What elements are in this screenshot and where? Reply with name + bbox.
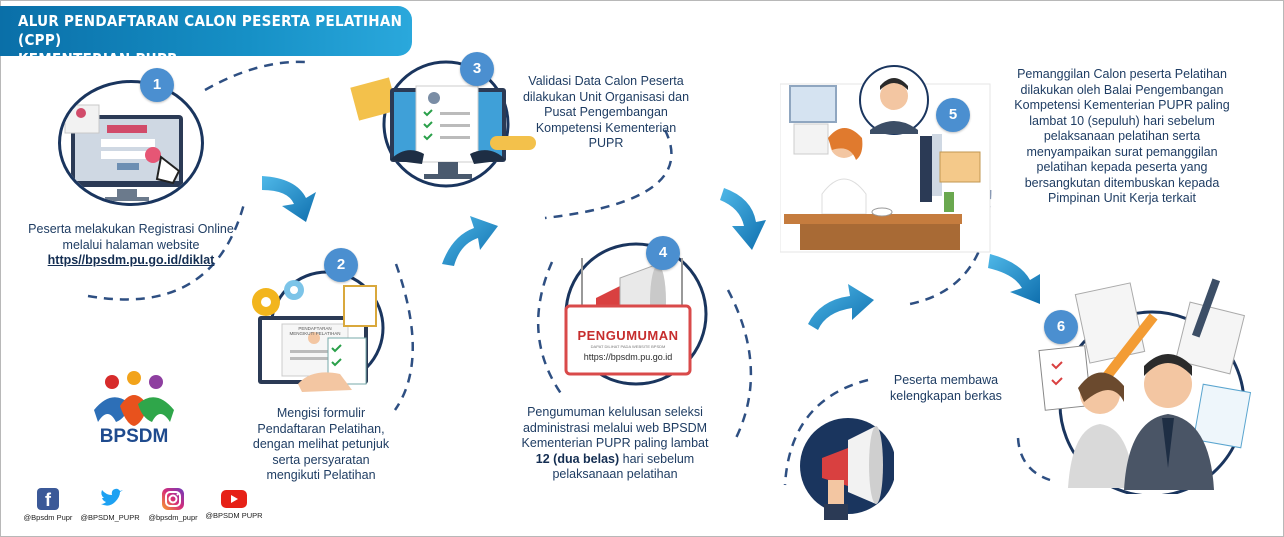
arrow-3-to-4	[720, 188, 766, 250]
dash-arc-3	[544, 129, 673, 220]
step-1-link[interactable]: https//bpsdm.pu.go.id/diklat	[47, 253, 215, 267]
instagram-handle: @bpsdm_pupr	[148, 513, 198, 522]
facebook-handle: @Bpsdm Pupr	[23, 513, 73, 522]
step-4-badge: 4	[646, 236, 680, 270]
title-line-2: KEMENTERIAN PUPR	[18, 50, 178, 68]
megaphone-illustration	[798, 408, 894, 524]
step-4-board-title: PENGUMUMAN	[577, 328, 679, 343]
step-6-illustration	[1012, 268, 1278, 494]
step-4-board-url: https://bpsdm.pu.go.id	[583, 352, 673, 362]
step-2-form-label: PENDAFTARAN MENGIKUTI PELATIHAN	[289, 326, 341, 336]
bpsdm-logo: BPSDM	[86, 370, 182, 454]
arrow-5-to-6	[988, 254, 1040, 304]
social-youtube[interactable]: @BPSDM PUPR	[204, 488, 264, 520]
step-4-board-subtitle: DAPAT DILIHAT PADA WEBSITE BPSDM	[590, 344, 666, 349]
step-4-text-bold: 12 (dua belas)	[535, 451, 620, 466]
step-6-badge: 6	[1044, 310, 1078, 344]
step-2-badge: 2	[324, 248, 358, 282]
step-6-text: Peserta membawa kelengkapan berkas	[890, 373, 1002, 403]
dash-arc-top	[204, 60, 306, 92]
twitter-icon	[99, 488, 123, 510]
step-3-text: Validasi Data Calon Peserta dilakukan Un…	[522, 74, 690, 150]
step-5-illustration	[780, 64, 1004, 254]
step-1-badge: 1	[140, 68, 174, 102]
title-line-1: ALUR PENDAFTARAN CALON PESERTA PELATIHAN…	[18, 12, 403, 49]
arrow-1-to-2	[262, 176, 316, 222]
step-3-illustration	[350, 60, 540, 190]
twitter-handle: @BPSDM_PUPR	[80, 513, 140, 522]
logo-text: BPSDM	[99, 426, 169, 447]
step-1-text: Peserta melakukan Registrasi Online mela…	[28, 222, 234, 252]
facebook-icon: f	[37, 488, 59, 510]
social-instagram[interactable]: @bpsdm_pupr	[144, 488, 202, 522]
dash-arc-6a	[783, 378, 869, 486]
dash-arc-4b	[726, 289, 753, 441]
step-2-text: Mengisi formulir Pendaftaran Pelatihan, …	[252, 406, 390, 482]
title-banner: ALUR PENDAFTARAN CALON PESERTA PELATIHAN…	[0, 6, 412, 68]
social-twitter[interactable]: @BPSDM_PUPR	[80, 488, 140, 522]
youtube-handle: @BPSDM PUPR	[205, 511, 263, 520]
step-5-badge: 5	[936, 98, 970, 132]
arrow-2-to-3	[442, 216, 498, 266]
step-4-text-before: Pengumuman kelulusan seleksi administras…	[521, 405, 709, 450]
instagram-icon	[162, 488, 184, 510]
step-1-description: Peserta melakukan Registrasi Online mela…	[28, 222, 234, 269]
arrow-4-to-5	[808, 284, 874, 330]
social-facebook[interactable]: f @Bpsdm Pupr	[20, 488, 76, 522]
step-1-illustration	[58, 80, 204, 206]
youtube-icon	[221, 490, 247, 508]
dash-arc-6b	[1016, 437, 1051, 482]
step-4-text-after: hari sebelum pelaksanaan pelatihan	[552, 451, 695, 482]
step-4-illustration: PENGUMUMAN DAPAT DILIHAT PADA WEBSITE BP…	[546, 238, 716, 388]
step-3-badge: 3	[460, 52, 494, 86]
bpsdm-logo-mark	[94, 371, 174, 426]
step-2-illustration: PENDAFTARAN MENGIKUTI PELATIHAN	[232, 258, 402, 398]
dash-arc-1	[87, 199, 247, 301]
dash-arc-2	[393, 263, 414, 411]
step-4-description: Pengumuman kelulusan seleksi administras…	[520, 405, 710, 483]
step-5-text: Pemanggilan Calon peserta Pelatihan dila…	[1014, 67, 1230, 205]
dash-arc-4a	[536, 261, 564, 396]
